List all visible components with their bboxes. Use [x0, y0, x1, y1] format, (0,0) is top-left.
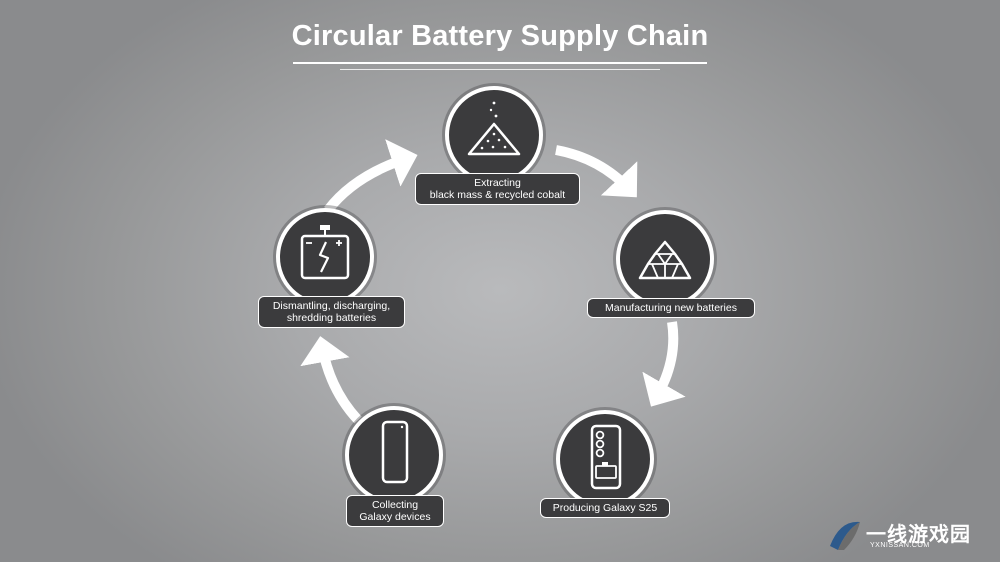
- title-underline-thin: [340, 69, 660, 70]
- step-manufacturing-label: Manufacturing new batteries: [587, 298, 755, 318]
- arrow-collect-to-dismantle: [300, 336, 362, 424]
- step-dismantling-node: [276, 208, 374, 306]
- diagram-title: Circular Battery Supply Chain: [291, 20, 709, 52]
- watermark-name: 一线游戏园: [866, 524, 971, 546]
- title-underline: [293, 62, 707, 64]
- watermark-url: YXNISSAN.COM: [870, 542, 930, 549]
- arrow-extract-to-manufacture: [555, 145, 638, 198]
- step-manufacturing-node: [616, 210, 714, 308]
- smartphone-icon: [381, 420, 409, 484]
- step-producing-node: [556, 410, 654, 508]
- watermark-logo-icon: [830, 521, 860, 550]
- step-collecting-node: [345, 406, 443, 504]
- step-dismantling-label: Dismantling, discharging,shredding batte…: [258, 296, 405, 328]
- arrow-manufacture-to-produce: [642, 321, 686, 407]
- broken-battery-icon: [300, 225, 350, 280]
- step-extracting-node: [445, 86, 543, 184]
- arrow-dismantle-to-extract: [324, 139, 418, 214]
- galaxy-phone-icon: [590, 424, 622, 490]
- powder-pile-icon: [467, 101, 521, 156]
- battery-materials-pile-icon: [638, 240, 692, 280]
- watermark: 一线游戏园 YXNISSAN.COM: [826, 516, 996, 556]
- step-producing-label: Producing Galaxy S25: [540, 498, 670, 518]
